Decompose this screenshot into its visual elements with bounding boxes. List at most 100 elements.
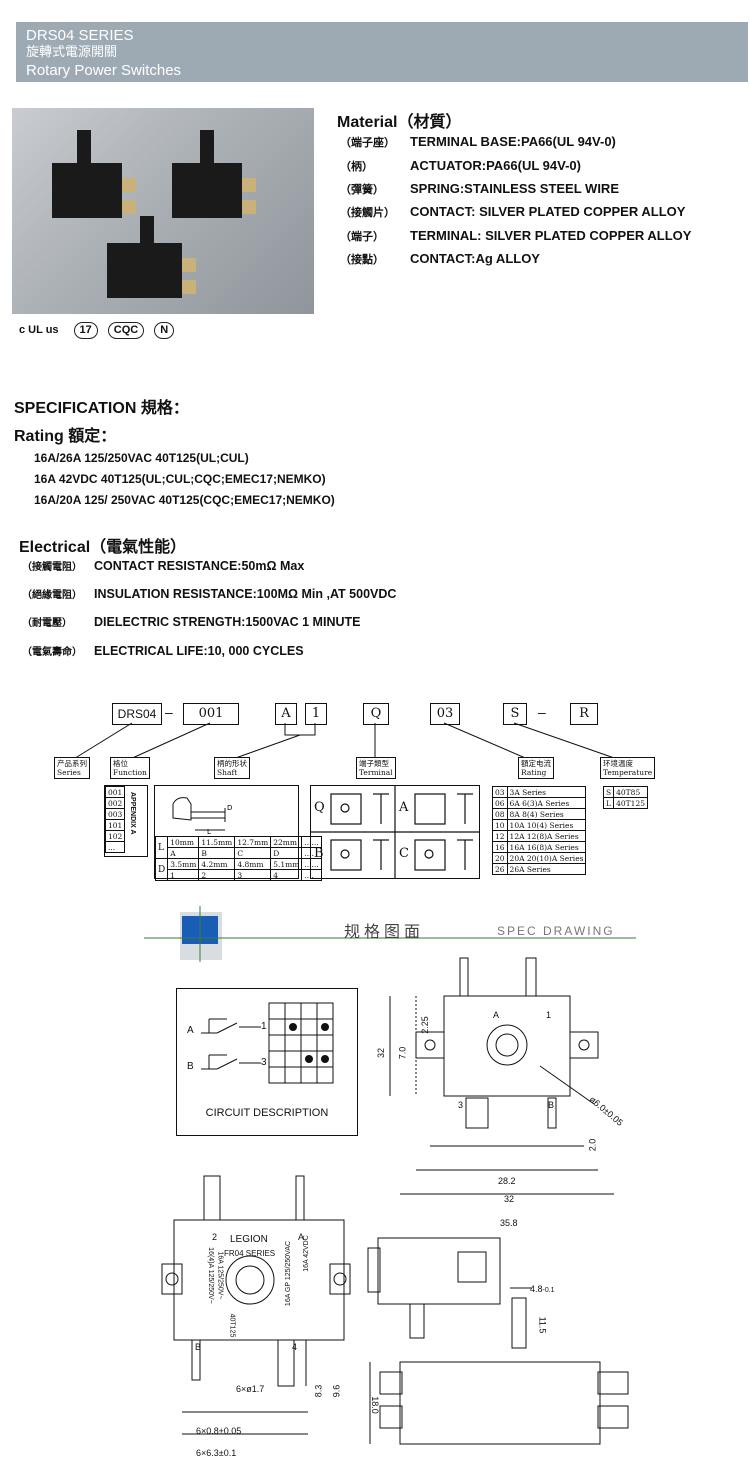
terminal-type-b: B xyxy=(314,846,324,861)
code-terminal: Q xyxy=(363,703,389,725)
circuit-description-box: A B 1 3 CIRCUIT DESCRIPTION xyxy=(176,988,358,1136)
dim-8-3: 8.3 xyxy=(313,1384,324,1398)
label-a: A xyxy=(493,1010,500,1020)
label-1: 1 xyxy=(546,1010,552,1020)
dim-32: 32 xyxy=(504,1194,515,1204)
code-dash: – xyxy=(165,704,173,720)
product-photo xyxy=(12,108,314,314)
terminal-type-a: A xyxy=(399,800,409,815)
dim-7: 7.0 xyxy=(397,1046,408,1060)
rating-text-5: 40T125 xyxy=(228,1313,236,1338)
dim-6x-0-8: 6×0.8±0.05 xyxy=(196,1426,242,1436)
ul-cert-icon: c UL us xyxy=(19,324,59,336)
circuit-label-b: B xyxy=(187,1061,194,1072)
terminal-type-c: C xyxy=(399,846,409,861)
dim-6x-hole: 6×ø1.7 xyxy=(236,1384,265,1394)
code-dash: – xyxy=(538,704,546,720)
spec-drawing-heading-graphic xyxy=(144,906,636,962)
front-label-2: 2 xyxy=(212,1232,218,1242)
switch-photo-illustration xyxy=(52,130,256,298)
svg-text:D: D xyxy=(227,804,232,812)
dim-28-2: 28.2 xyxy=(498,1176,516,1186)
dim-18: 18.0 xyxy=(369,1396,380,1414)
material-row: （端子座）TERMINAL BASE:PA66(UL 94V-0) xyxy=(340,134,616,149)
label-3: 3 xyxy=(458,1100,464,1110)
rating-line: 16A/20A 125/ 250VAC 40T125(CQC;EMEC17;NE… xyxy=(34,493,335,507)
code-suffix: R xyxy=(570,703,598,725)
rating-title: Rating 額定： xyxy=(14,428,117,445)
series-title: DRS04 SERIES xyxy=(26,27,134,44)
dim-6x-6-3: 6×6.3±0.1 xyxy=(196,1448,237,1458)
electrical-title: Electrical（電氣性能） xyxy=(19,539,187,556)
rating-line: 16A 42VDC 40T125(UL;CUL;CQC;EMEC17;NEMKO… xyxy=(34,472,326,486)
code-temp: S xyxy=(503,703,527,725)
terminal-sketches xyxy=(311,786,479,878)
material-row: （彈簧）SPRING:STAINLESS STEEL WIRE xyxy=(340,181,619,196)
material-row: （接觸片）CONTACT: SILVER PLATED COPPER ALLOY xyxy=(340,204,686,219)
specification-title: SPECIFICATION 規格： xyxy=(14,400,189,417)
electrical-row: （電氣壽命）ELECTRICAL LIFE:10, 000 CYCLES xyxy=(22,644,304,658)
rating-text-2: 16(4)A 125/250V~ xyxy=(206,1247,214,1304)
front-view-drawing xyxy=(161,1175,351,1435)
terminal-types-box: Q A B C xyxy=(310,785,480,879)
shaft-illustration: L D xyxy=(172,797,232,836)
material-row: （柄）ACTUATOR:PA66(UL 94V-0) xyxy=(340,158,581,173)
electrical-row: （耐電壓）DIELECTRIC STRENGTH:1500VAC 1 MINUT… xyxy=(22,615,361,629)
rating-text-4: 16A 42VDC xyxy=(302,1235,310,1272)
code-series: DRS04 xyxy=(112,703,162,725)
dim-2: 2.0 xyxy=(587,1138,598,1152)
terminal-type-q: Q xyxy=(314,800,325,815)
spec-drawing-title-cn: 规格图面 xyxy=(344,924,425,941)
circuit-caption: CIRCUIT DESCRIPTION xyxy=(205,1107,329,1119)
circuit-label-1: 1 xyxy=(261,1021,267,1032)
function-code-box: 001 002 003 101 102 ... APPENDIX A xyxy=(104,785,148,857)
svg-text:L: L xyxy=(207,828,211,836)
header-banner: DRS04 SERIES 旋轉式電源開關 Rotary Power Switch… xyxy=(16,22,748,82)
material-row: （端子）TERMINAL: SILVER PLATED COPPER ALLOY xyxy=(340,228,692,243)
front-label-a: A xyxy=(298,1232,305,1242)
label-b: B xyxy=(548,1100,555,1110)
material-row: （接點）CONTACT:Ag ALLOY xyxy=(340,251,540,266)
electrical-row: （接觸電阻）CONTACT RESISTANCE:50mΩ Max xyxy=(22,559,305,573)
front-label-b: B xyxy=(195,1342,202,1352)
code-function: 001 xyxy=(183,703,239,725)
circuit-label-3: 3 xyxy=(261,1057,267,1068)
dim-11-5: 11.5 xyxy=(537,1316,548,1334)
front-label-4: 4 xyxy=(292,1342,298,1352)
code-shaft-l: A xyxy=(275,703,297,725)
dim-4-8: 4.8-0.1 xyxy=(530,1284,555,1294)
rating-text-1: 16A 125/250V~ xyxy=(216,1251,224,1300)
series-fr04: FR04 SERIES xyxy=(224,1249,276,1258)
cqc-cert-icon: CQC xyxy=(107,322,145,339)
side-view-drawings xyxy=(367,1237,629,1445)
electrical-row: （絕緣電阻）INSULATION RESISTANCE:100MΩ Min ,A… xyxy=(22,587,397,601)
circuit-label-a: A xyxy=(187,1025,194,1036)
code-shaft-d: 1 xyxy=(305,703,327,725)
circuit-diagram xyxy=(201,1002,334,1084)
dim-9-6: 9.6 xyxy=(331,1384,342,1398)
nemko-cert-icon: N xyxy=(154,322,175,339)
material-title: Material（材質） xyxy=(337,114,462,131)
dim-35-8: 35.8 xyxy=(500,1218,518,1228)
top-view-drawing xyxy=(389,957,614,1195)
dim-2-25: 2.25 xyxy=(419,1016,430,1034)
code-rating: 03 xyxy=(430,703,460,725)
rating-text-3: 16A GP 125/250VAC xyxy=(285,1240,293,1307)
dim-32-vertical: 32 xyxy=(376,1047,387,1059)
brand-legion: LEGION xyxy=(230,1234,268,1245)
rating-line: 16A/26A 125/250VAC 40T125(UL;CUL) xyxy=(34,451,249,465)
title-en: Rotary Power Switches xyxy=(26,62,182,79)
appendix-label: APPENDIX A xyxy=(129,792,136,835)
ordering-connector-lines xyxy=(71,722,621,761)
enec-cert-icon: 17 xyxy=(73,322,98,339)
